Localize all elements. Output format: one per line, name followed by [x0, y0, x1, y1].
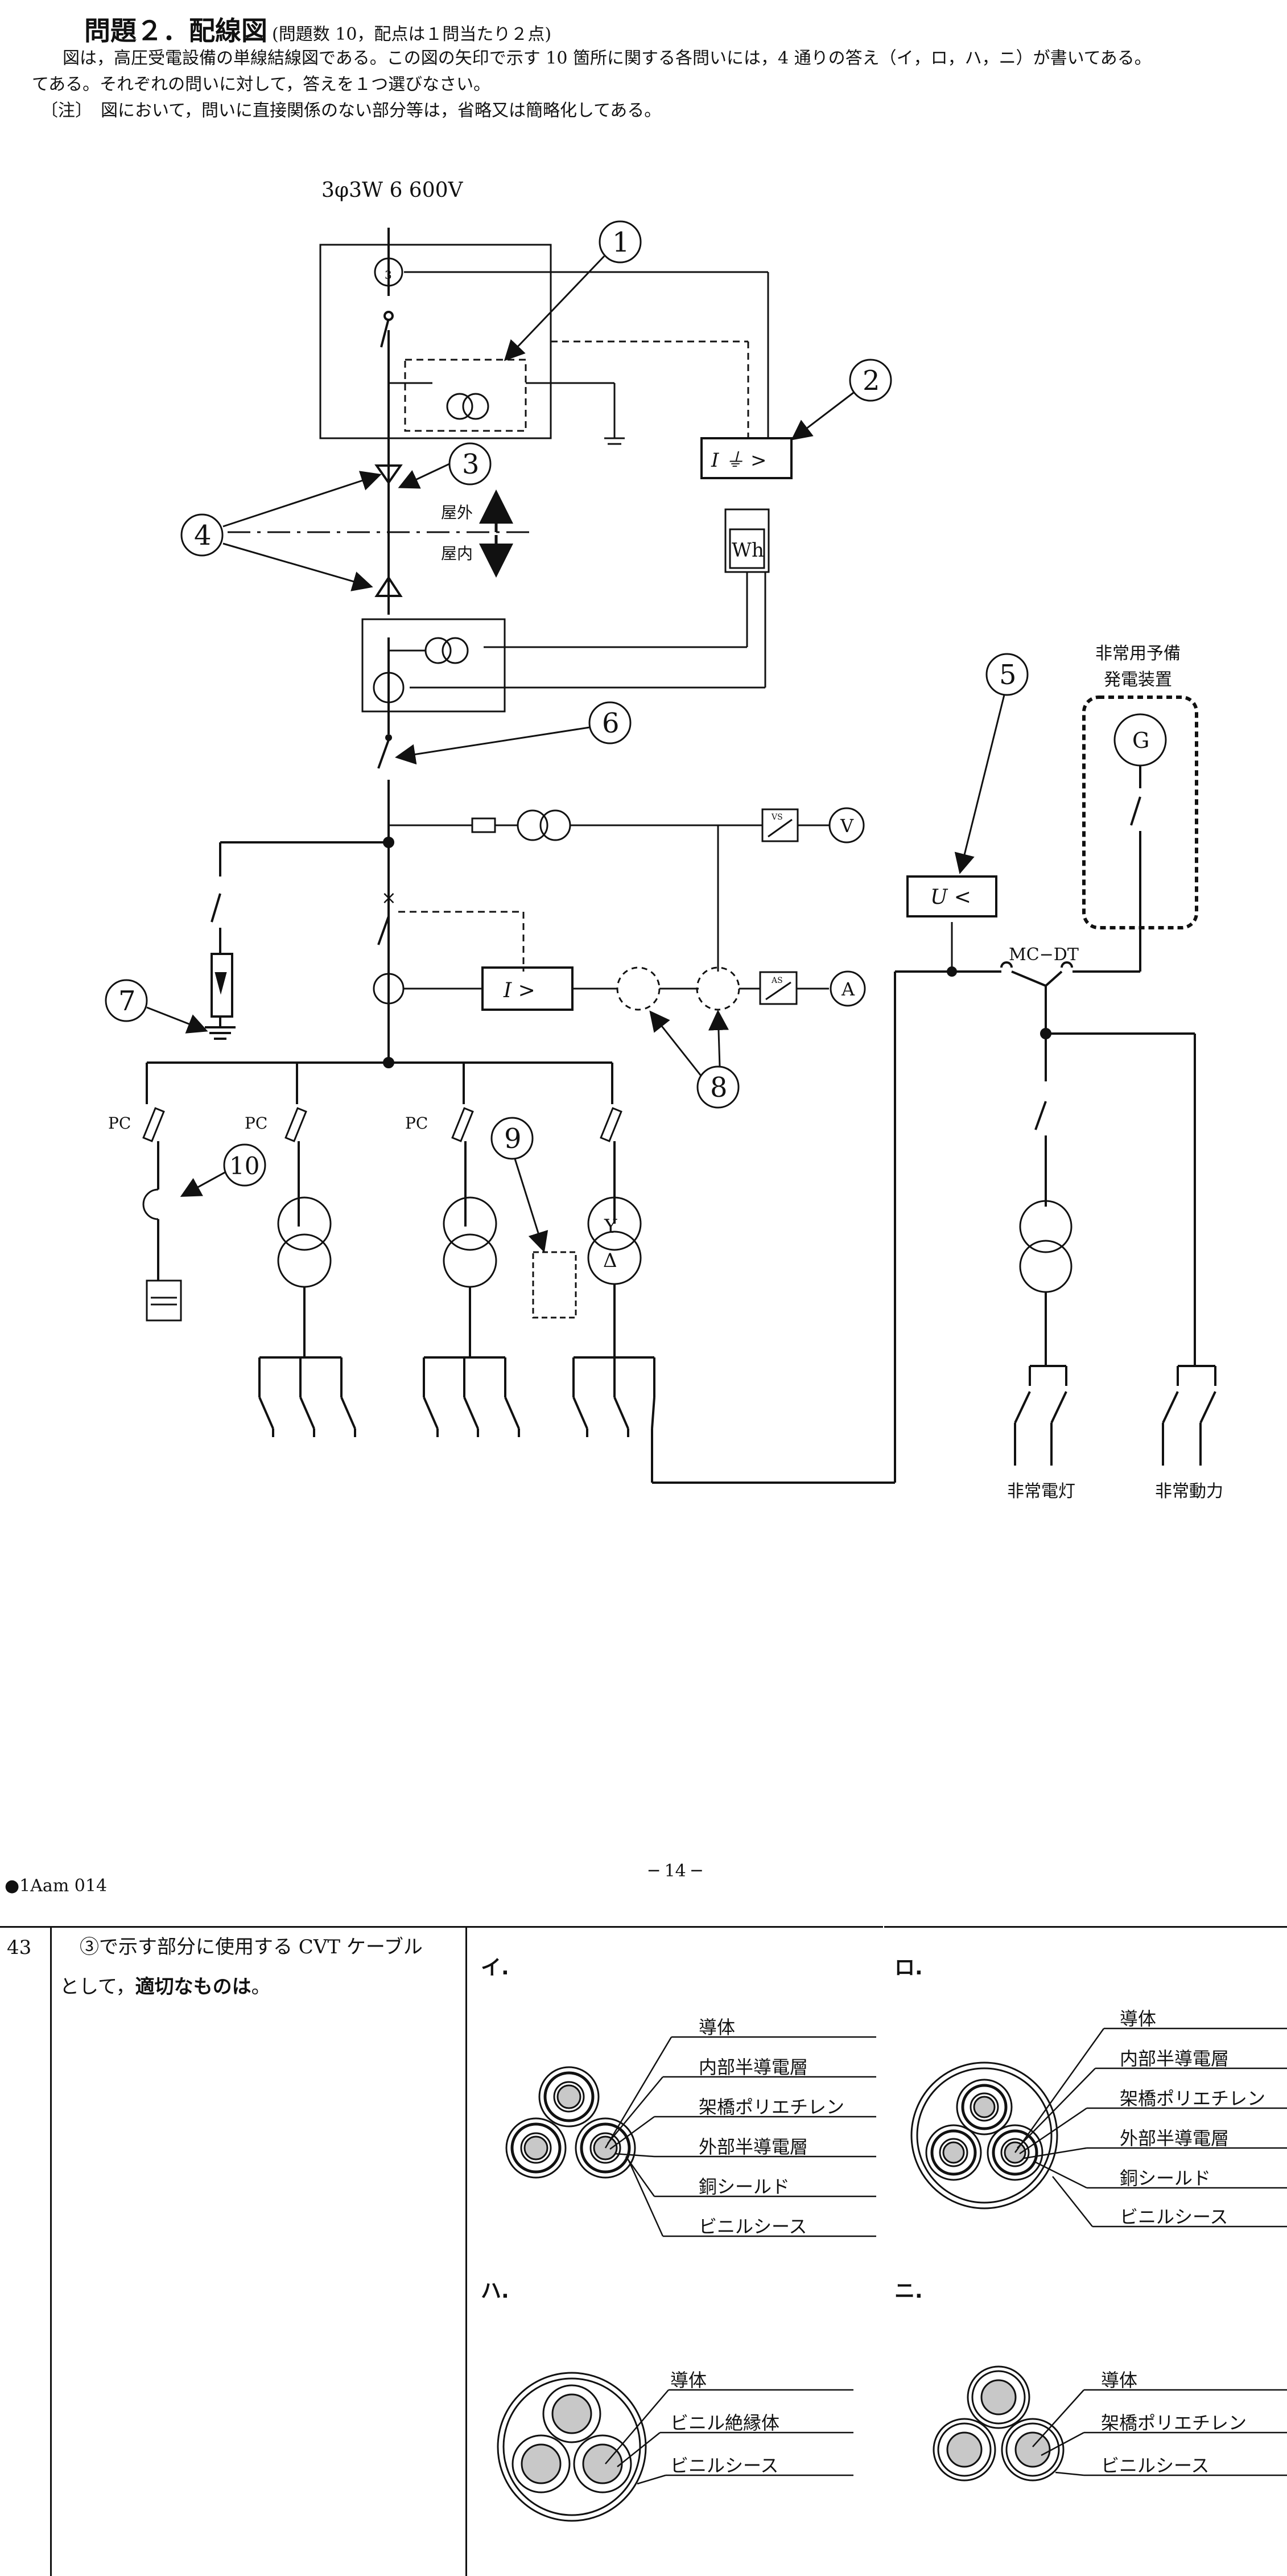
option-ha-cable[interactable] — [497, 2372, 853, 2522]
opt-i-layer-2: 内部半導電層 — [699, 2056, 808, 2078]
lightning-arrester — [211, 953, 233, 1018]
marker-6 — [588, 701, 632, 744]
option-i-cable[interactable] — [505, 2036, 876, 2237]
ocr-label: I > — [503, 979, 535, 1002]
opt-ro-layer-4: 外部半導電層 — [1120, 2128, 1230, 2149]
dgr-relay — [700, 437, 793, 479]
vct-box — [361, 618, 506, 713]
marker-8 — [696, 1065, 740, 1109]
intro-note: 〔注〕 図において，問いに直接関係のない部分等は，省略又は簡略化してある。 — [41, 101, 662, 121]
svg-text:4: 4 — [194, 520, 212, 552]
page-title: 問題２．配線図(問題数 10，配点は１問当たり２点) — [84, 10, 551, 48]
footer-code: ●1Aam 014 — [5, 1876, 108, 1896]
outdoor-label: 屋外 — [441, 503, 473, 522]
opt-ha-layer-3: ビニルシース — [670, 2455, 779, 2476]
title-text: 問題２．配線図 — [84, 15, 267, 46]
pc-label-2: PC — [245, 1114, 267, 1133]
opt-ro-layer-1: 導体 — [1120, 2008, 1157, 2030]
voltmeter — [828, 807, 865, 843]
opt-ni-layer-3: ビニルシース — [1101, 2455, 1210, 2476]
emergency-power-label: 非常動力 — [1155, 1482, 1223, 1501]
question-table: 43 ③で示す部分に使用する CVT ケーブル として，適切なものは。 イ. ロ… — [0, 1926, 1287, 2576]
pas-box — [319, 244, 552, 439]
question-text-1: ③で示す部分に使用する CVT ケーブル — [80, 1936, 423, 1958]
marker-1 — [599, 220, 642, 264]
opt-ni-layer-2: 架橋ポリエチレン — [1101, 2412, 1247, 2434]
intro-line-1: 図は，高圧受電設備の単線結線図である。この図の矢印で示す 10 箇所に関する各問… — [63, 48, 1152, 68]
opt-i-layer-4: 外部半導電層 — [699, 2136, 808, 2158]
gen-label-1: 非常用予備 — [1095, 644, 1181, 664]
capacitor — [146, 1279, 182, 1322]
opt-ha-layer-1: 導体 — [670, 2369, 707, 2391]
marker-7 — [105, 979, 148, 1022]
ammeter-label: A — [841, 978, 855, 1000]
wh-meter — [729, 528, 765, 569]
marker-5 — [985, 653, 1029, 696]
gen-label-2: 発電装置 — [1104, 670, 1172, 690]
question-text-2a: として， — [60, 1976, 135, 1998]
svg-text:3: 3 — [462, 448, 480, 480]
opt-ro-layer-2: 内部半導電層 — [1120, 2048, 1230, 2069]
opt-i-layer-1: 導体 — [699, 2017, 736, 2038]
marker-10 — [223, 1143, 266, 1187]
opt-i-layer-5: 銅シールド — [699, 2176, 790, 2198]
svg-text:1: 1 — [612, 227, 630, 258]
indoor-label: 屋内 — [441, 544, 473, 563]
option-ha-label[interactable]: ハ. — [481, 2279, 509, 2303]
as-label: AS — [771, 976, 783, 985]
supply-label: 3φ3W 6 600V — [321, 179, 464, 202]
vs-label: VS — [771, 813, 783, 822]
option-ro-label[interactable]: ロ. — [894, 1956, 923, 1980]
intro-line-2: てある。それぞれの問いに対して，答えを１つ選びなさい。 — [32, 75, 491, 94]
opt-ha-layer-2: ビニル絶縁体 — [670, 2412, 780, 2434]
svg-text:6: 6 — [602, 707, 620, 739]
svg-text:2: 2 — [863, 365, 880, 397]
uv-relay-label: U < — [930, 886, 971, 909]
ammeter — [830, 970, 866, 1007]
marker-9 — [490, 1117, 534, 1160]
svg-text:Δ: Δ — [603, 1249, 617, 1272]
opt-i-layer-3: 架橋ポリエチレン — [699, 2096, 845, 2118]
svg-text:7: 7 — [118, 985, 136, 1017]
opt-ni-layer-1: 導体 — [1101, 2369, 1138, 2391]
gen-letter: G — [1132, 728, 1149, 753]
dashed-box-9 — [532, 1251, 577, 1319]
pc-label-3: PC — [405, 1114, 428, 1133]
marker-2 — [849, 359, 892, 402]
pc-label-1: PC — [108, 1114, 131, 1133]
vt-switch-dashed-2 — [696, 966, 740, 1011]
zpd-box — [404, 359, 527, 432]
opt-ro-layer-5: 銅シールド — [1120, 2167, 1211, 2189]
voltmeter-label: V — [840, 815, 854, 837]
opt-ro-layer-6: ビニルシース — [1120, 2206, 1228, 2228]
question-text-2c: 。 — [251, 1976, 271, 1998]
vt-switch-dashed-1 — [616, 966, 661, 1011]
option-ni-cable[interactable] — [933, 2365, 1287, 2482]
option-ni-label[interactable]: ニ. — [894, 2279, 923, 2303]
opt-i-layer-6: ビニルシース — [699, 2216, 807, 2237]
marker-4 — [180, 513, 224, 557]
single-line-diagram: 3φ3W 6 600V 3 I ⏚ > 屋外 屋内 Wh — [105, 179, 1223, 1501]
option-ro-cable[interactable] — [910, 2027, 1287, 2228]
svg-text:10: 10 — [229, 1152, 259, 1180]
emergency-light-label: 非常電灯 — [1007, 1482, 1075, 1501]
page-number: ─ 14 ─ — [649, 1861, 702, 1881]
option-i-label[interactable]: イ. — [481, 1956, 509, 1980]
svg-text:Y: Y — [604, 1215, 617, 1238]
wh-label: Wh — [732, 539, 764, 562]
question-text-2: として，適切なものは。 — [60, 1967, 271, 2007]
cable-options — [497, 2027, 1287, 2522]
opt-ro-layer-3: 架橋ポリエチレン — [1120, 2088, 1266, 2109]
uv-relay — [906, 875, 997, 917]
question-number: 43 — [7, 1936, 32, 1959]
svg-text:5: 5 — [999, 659, 1017, 691]
svg-text:8: 8 — [710, 1072, 728, 1104]
svg-text:×: × — [381, 887, 397, 908]
title-subtitle: (問題数 10，配点は１問当たり２点) — [272, 24, 552, 44]
svg-text:9: 9 — [504, 1123, 522, 1155]
question-text-emphasis: 適切なものは — [135, 1976, 251, 1998]
svg-text:I ⏚ >: I ⏚ > — [711, 449, 767, 472]
svg-text:3: 3 — [385, 268, 392, 282]
